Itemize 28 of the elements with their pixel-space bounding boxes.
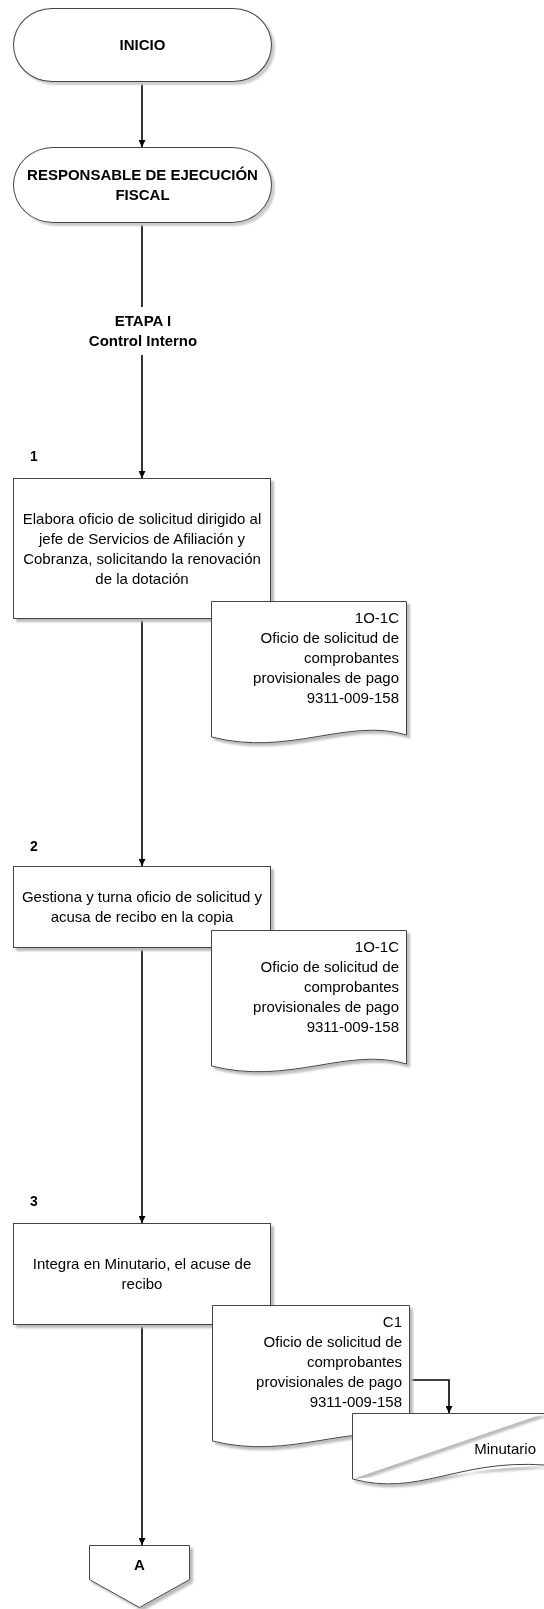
arrow xyxy=(409,1379,453,1414)
document-text: C1 xyxy=(381,1312,402,1332)
process-box: Gestiona y turna oficio de solicitud y acusa de recibo en la copia xyxy=(13,866,271,948)
document-text: Oficio de solicitud de comprobantes provisionales de pago xyxy=(252,957,399,1017)
step-number: 1 xyxy=(30,448,38,464)
arrow xyxy=(138,354,146,479)
document-text: Minutario xyxy=(473,1439,536,1459)
arrow xyxy=(138,81,146,148)
connector-label: A xyxy=(133,1555,146,1575)
process-box: Elabora oficio de solicitud dirigido al jefe de Servicios de Afiliación y Cobranza, solicitando la renovación de la dotación xyxy=(13,478,271,619)
arrow xyxy=(138,1324,146,1546)
document-text: 1O-1C xyxy=(353,608,399,628)
connector-line xyxy=(141,222,143,308)
step-number: 3 xyxy=(30,1193,38,1209)
heading-text: ETAPA I xyxy=(114,311,172,331)
arrow xyxy=(138,947,146,1224)
step-number: 2 xyxy=(30,838,38,854)
terminal-shape: INICIO xyxy=(13,8,272,82)
heading-text: Control Interno xyxy=(88,331,198,351)
arrow xyxy=(138,618,146,867)
document-text: 9311-009-158 xyxy=(305,688,399,708)
document-text: 9311-009-158 xyxy=(305,1017,399,1037)
document-text: Oficio de solicitud de comprobantes provisionales de pago xyxy=(252,628,399,688)
terminal-shape: RESPONSABLE DE EJECUCIÓN FISCAL xyxy=(13,147,272,223)
process-box: Integra en Minutario, el acuse de recibo xyxy=(13,1223,271,1325)
document-text: 9311-009-158 xyxy=(308,1392,402,1412)
document-text: Oficio de solicitud de comprobantes provisionales de pago xyxy=(255,1332,402,1392)
document-text: 1O-1C xyxy=(353,937,399,957)
